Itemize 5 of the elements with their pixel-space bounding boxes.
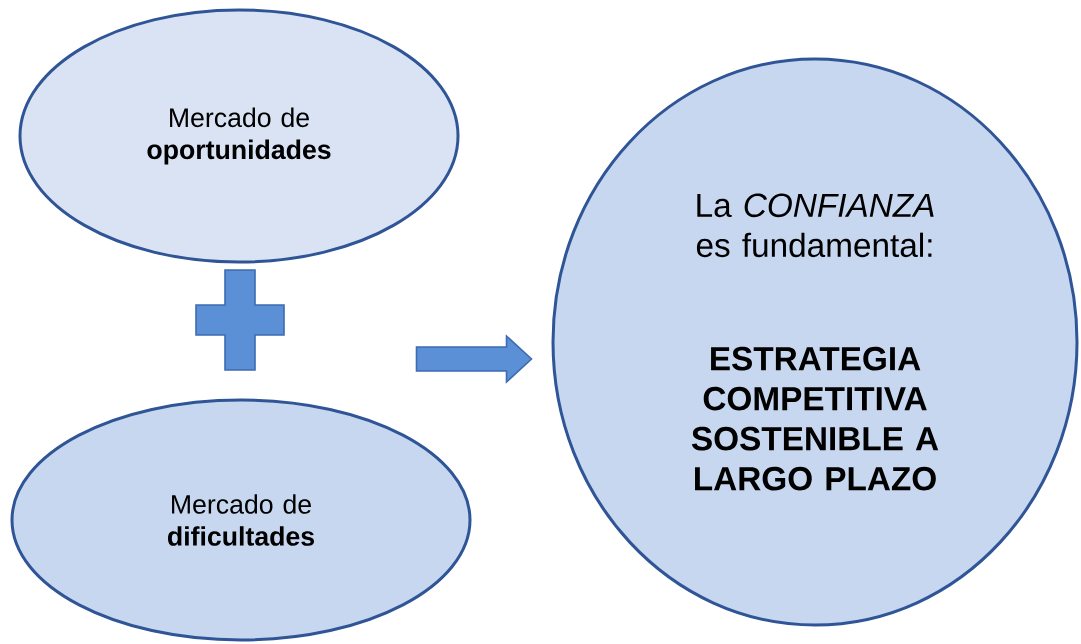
ellipse-node: Mercado de dificultades	[10, 398, 472, 642]
ellipse-node: La CONFIANZA es fundamental: ESTRATEGIA COMPETITIVA SOSTENIBLE A LARGO PLAZO	[551, 57, 1079, 627]
block-arrow	[415, 334, 533, 384]
ellipse-node: Mercado de oportunidades	[18, 8, 460, 264]
plus-sign	[195, 269, 285, 371]
